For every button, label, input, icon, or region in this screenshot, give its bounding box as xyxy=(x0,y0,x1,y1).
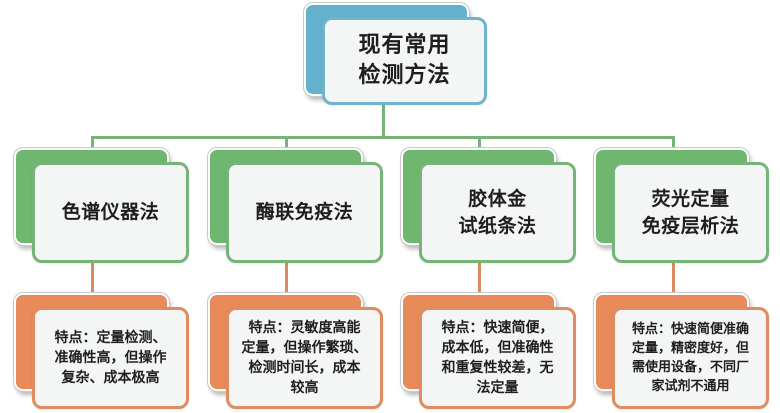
feature-4-line3: 需使用设备，不同厂 xyxy=(631,360,749,375)
feature-connector-2 xyxy=(285,262,288,294)
feature-1-line2: 准确性高，但操作 xyxy=(54,350,167,366)
feature-connector-4 xyxy=(672,262,675,294)
root-node: 现有常用 检测方法 xyxy=(322,17,487,105)
connector-drop-1 xyxy=(91,136,94,150)
feature-2-line4: 较高 xyxy=(290,380,319,396)
feature-3-line2: 成本低，但准确性 xyxy=(441,340,554,356)
method-name-4-line1: 荧光定量 xyxy=(651,187,730,210)
feature-1-line3: 复杂、成本极高 xyxy=(61,370,160,386)
method-node-1: 色谱仪器法 xyxy=(32,162,189,263)
horizontal-connector xyxy=(91,136,675,139)
method-name-2: 酶联免疫法 xyxy=(255,201,354,223)
feature-3-line4: 法定量 xyxy=(476,380,519,396)
method-node-4: 荧光定量 免疫层析法 xyxy=(612,162,769,263)
feature-2-line3: 检测时间长，成本 xyxy=(248,360,361,376)
feature-4-line4: 家试剂不通用 xyxy=(651,379,730,394)
feature-3-line3: 和重复性较差，无 xyxy=(441,360,554,376)
feature-node-3: 特点：快速简便， 成本低，但准确性 和重复性较差，无 法定量 xyxy=(419,307,576,409)
connector-drop-2 xyxy=(285,136,288,150)
method-name-4-line2: 免疫层析法 xyxy=(641,214,740,237)
feature-3-line1: 特点：快速简便， xyxy=(441,320,554,336)
feature-connector-3 xyxy=(478,262,481,294)
method-node-3: 胶体金 试纸条法 xyxy=(419,162,576,263)
root-title-line2: 检测方法 xyxy=(358,63,451,88)
feature-1-line1: 特点：定量检测、 xyxy=(54,330,167,346)
feature-node-4: 特点：快速简便准确 定量，精密度好，但 需使用设备，不同厂 家试剂不通用 xyxy=(612,307,769,409)
connector-drop-4 xyxy=(672,136,675,150)
feature-4-line1: 特点：快速简便准确 xyxy=(631,322,749,337)
feature-2-line2: 定量，但操作繁琐、 xyxy=(241,340,368,356)
root-connector xyxy=(382,104,385,138)
feature-connector-1 xyxy=(91,262,94,294)
feature-4-line2: 定量，精密度好，但 xyxy=(631,341,749,356)
feature-node-1: 特点：定量检测、 准确性高，但操作 复杂、成本极高 xyxy=(32,307,189,409)
method-name-3-line1: 胶体金 xyxy=(468,187,527,210)
feature-2-line1: 特点：灵敏度高能 xyxy=(248,320,361,336)
method-name-3-line2: 试纸条法 xyxy=(458,214,537,237)
method-name-1: 色谱仪器法 xyxy=(61,201,160,223)
root-title-line1: 现有常用 xyxy=(358,33,451,58)
feature-node-2: 特点：灵敏度高能 定量，但操作繁琐、 检测时间长，成本 较高 xyxy=(226,307,383,409)
connector-drop-3 xyxy=(478,136,481,150)
method-node-2: 酶联免疫法 xyxy=(226,162,383,263)
